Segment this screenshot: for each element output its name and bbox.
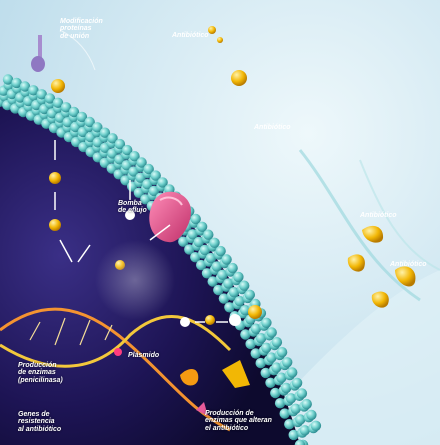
binding-protein-label: Modificación proteínas de unión xyxy=(60,18,130,40)
membrane-bead xyxy=(267,327,277,337)
plasmid-label: Plásmido xyxy=(128,352,159,359)
penicillinase-label: Producción de enzimas (penicilinasa) xyxy=(18,362,78,384)
membrane-bead xyxy=(302,399,312,409)
membrane-bead xyxy=(306,410,316,420)
membrane-bead xyxy=(261,318,271,328)
membrane-bead xyxy=(239,281,249,291)
antibiotic-label-top: Antibiótico xyxy=(172,32,209,39)
membrane-bead xyxy=(221,254,231,264)
membrane-bead xyxy=(297,388,307,398)
membrane-bead xyxy=(209,238,219,248)
antibiotic-label-right-1: Antibiótico xyxy=(360,212,397,219)
resistance-genes-label: Genes de resistencia al antibiótico xyxy=(18,411,78,433)
membrane-bead xyxy=(245,290,255,300)
efflux-pump-label: Bomba de eflujo xyxy=(118,200,158,215)
plasmid-icon xyxy=(114,348,122,356)
membrane-bead xyxy=(272,337,282,347)
antibiotic-label-right-2: Antibiótico xyxy=(390,261,427,268)
membrane-bead xyxy=(282,357,292,367)
altering-enzymes-label: Producción de enzimas que alteran el ant… xyxy=(205,410,300,432)
membrane-bead xyxy=(227,263,237,273)
membrane-bead xyxy=(233,272,243,282)
membrane-bead xyxy=(277,347,287,357)
antibiotic-label-mid: Antibiótico xyxy=(254,124,291,131)
membrane-bead xyxy=(215,246,225,256)
membrane-bead xyxy=(311,421,321,431)
membrane-bead xyxy=(287,367,297,377)
membrane-bead xyxy=(292,378,302,388)
